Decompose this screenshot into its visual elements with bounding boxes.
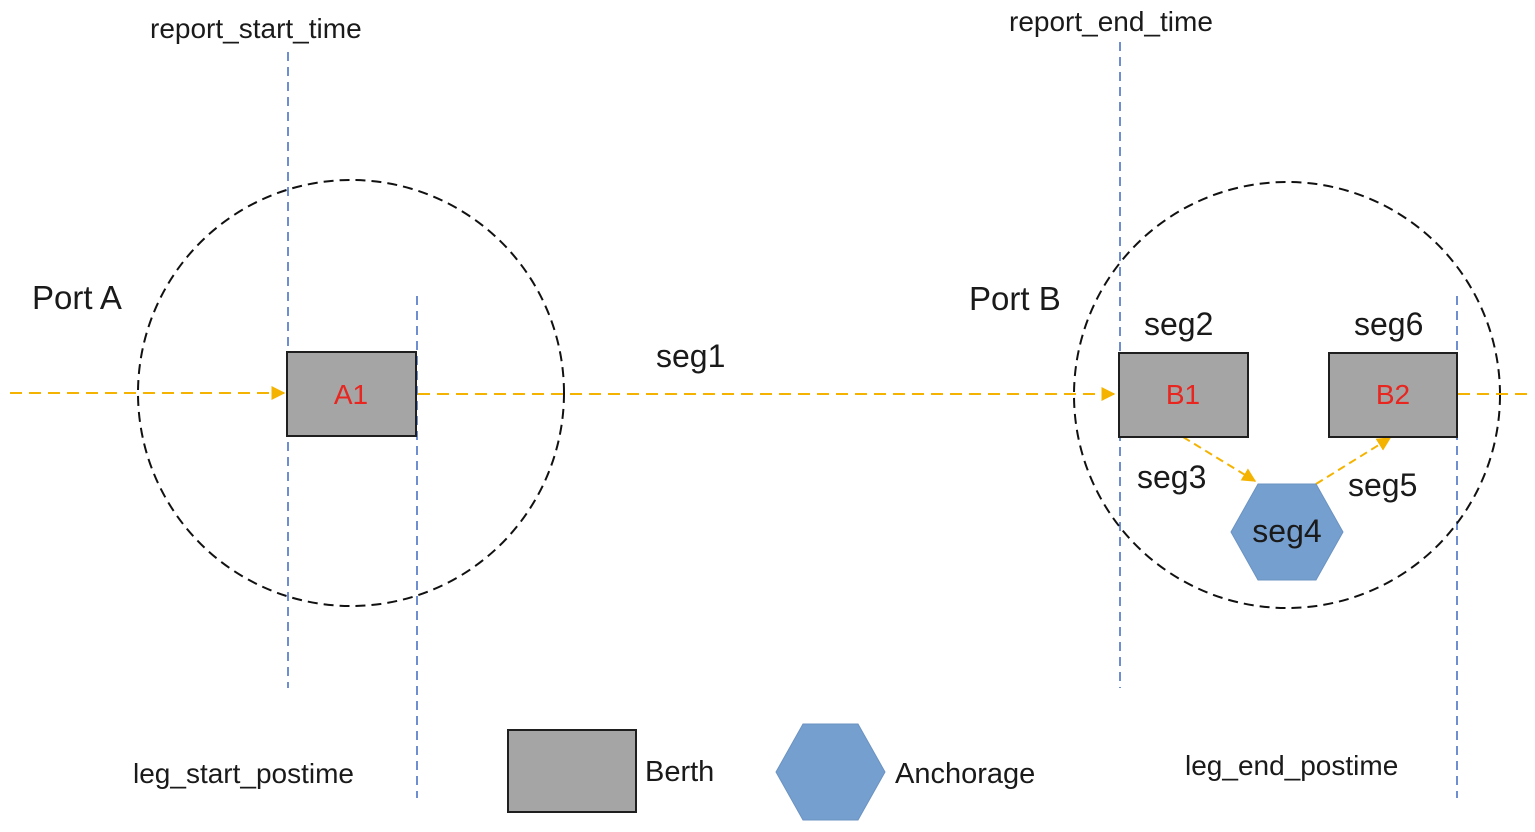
path-seg5 [1315, 437, 1392, 485]
legend-berth-swatch [507, 729, 637, 813]
path-seg3 [1182, 436, 1257, 482]
seg5-label: seg5 [1348, 467, 1417, 503]
report-end-time-label: report_end_time [1009, 6, 1213, 37]
seg1-label: seg1 [656, 338, 725, 374]
seg2-label: seg2 [1144, 306, 1213, 342]
berth-b1-label: B1 [1166, 379, 1200, 410]
anchorage-seg4 [1230, 483, 1344, 581]
berth-b1 [1118, 352, 1249, 438]
seg4-label: seg4 [1252, 513, 1321, 549]
seg3-label: seg3 [1137, 459, 1206, 495]
leg-end-postime-label: leg_end_postime [1185, 750, 1398, 781]
berth-b2 [1328, 352, 1458, 438]
legend-anchorage-swatch [775, 723, 886, 821]
report-start-time-label: report_start_time [150, 13, 362, 44]
seg6-label: seg6 [1354, 306, 1423, 342]
berth-a1-label: A1 [334, 379, 368, 410]
port-a-boundary [137, 179, 565, 607]
legend-berth-label: Berth [645, 756, 714, 788]
berth-b2-label: B2 [1376, 379, 1410, 410]
leg-start-postime-label: leg_start_postime [133, 758, 354, 789]
legend-anchorage-label: Anchorage [895, 758, 1035, 790]
port-a-label: Port A [32, 279, 122, 316]
port-b-label: Port B [969, 280, 1061, 317]
berth-a1 [286, 351, 417, 437]
